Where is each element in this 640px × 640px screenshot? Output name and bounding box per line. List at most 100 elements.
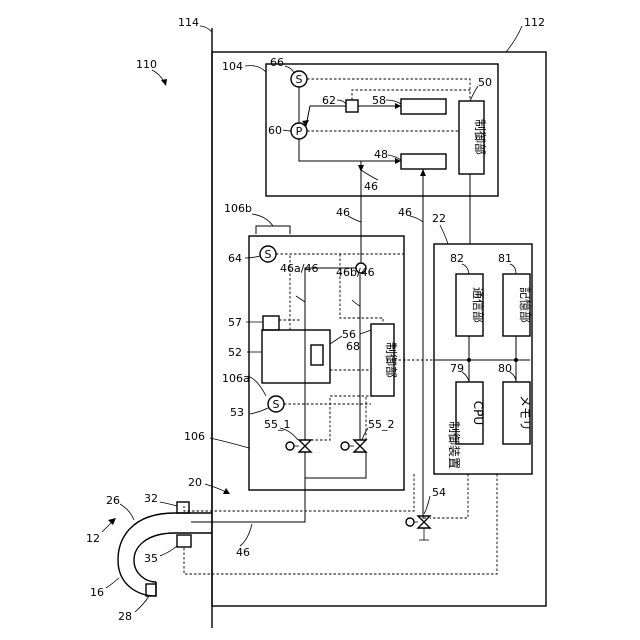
- leader-35: [160, 546, 177, 556]
- leader-46-a: [361, 170, 378, 180]
- leader-26: [120, 504, 134, 520]
- valve-55-1: [286, 440, 311, 452]
- label-81: 81: [498, 252, 512, 265]
- leader-114: [200, 26, 212, 32]
- sensor-66-symbol: S: [296, 73, 303, 86]
- label-110: 110: [136, 58, 157, 71]
- label-114: 114: [178, 16, 199, 29]
- leader-112: [506, 26, 522, 52]
- leader-32: [160, 502, 177, 506]
- label-54: 54: [432, 486, 446, 499]
- valve-54: [406, 516, 430, 540]
- leader-16: [106, 578, 119, 588]
- leader-106b: [252, 214, 273, 226]
- leader-20: [205, 484, 226, 492]
- leader-46a46: [296, 296, 305, 302]
- sensor-64-symbol: S: [265, 248, 272, 261]
- label-46-c: 46: [398, 206, 412, 219]
- label-32: 32: [144, 492, 158, 505]
- label-53: 53: [230, 406, 244, 419]
- valve-55-2: [341, 440, 366, 452]
- label-46-b: 46: [336, 206, 350, 219]
- block-62: [346, 100, 358, 112]
- label-50: 50: [478, 76, 492, 89]
- memory-label: メモリ: [518, 395, 532, 431]
- label-28: 28: [118, 610, 132, 623]
- label-35: 35: [144, 552, 158, 565]
- leader-62: [337, 100, 346, 104]
- comm-unit-label: 通信部: [471, 287, 486, 323]
- leader-50: [470, 86, 478, 101]
- arrow-to-58: [395, 103, 401, 109]
- label-60: 60: [268, 124, 282, 137]
- signal-sensor-64-controller: [340, 254, 383, 324]
- label-57: 57: [228, 316, 242, 329]
- bracket-106b: [256, 226, 290, 234]
- control-device-label: 制御装置: [447, 421, 462, 469]
- block-58: [401, 99, 446, 114]
- leader-68: [360, 330, 371, 334]
- leader-28: [135, 596, 149, 612]
- label-46b46: 46b/46: [336, 266, 375, 279]
- pump-60-symbol: P: [296, 125, 303, 138]
- pipe-tank-out: [305, 452, 366, 478]
- label-66: 66: [270, 56, 284, 69]
- label-106b: 106b: [224, 202, 252, 215]
- storage-unit-label: 記憶部: [518, 287, 533, 323]
- label-46-a: 46: [364, 180, 378, 193]
- label-64: 64: [228, 252, 242, 265]
- label-62: 62: [322, 94, 336, 107]
- pipe-upper-62-pump: [306, 106, 346, 126]
- pipe-46-into-48: [423, 169, 426, 518]
- label-22: 22: [432, 212, 446, 225]
- label-106a: 106a: [222, 372, 250, 385]
- leader-54: [424, 496, 430, 514]
- block-48: [401, 154, 446, 169]
- label-112: 112: [524, 16, 545, 29]
- label-106: 106: [184, 430, 205, 443]
- cpu-label: CPU: [471, 401, 485, 425]
- leader-106: [210, 438, 249, 448]
- leader-58: [386, 100, 401, 104]
- label-58: 58: [372, 94, 386, 107]
- leader-22: [440, 225, 448, 244]
- label-46-d: 46: [236, 546, 250, 559]
- leader-60: [283, 130, 291, 131]
- upper-controller-label: 制御部: [473, 119, 488, 155]
- leader-64: [245, 256, 260, 258]
- label-55-1: 55_1: [264, 418, 291, 431]
- arrow-to-pump: [302, 120, 309, 126]
- label-52: 52: [228, 346, 242, 359]
- label-104: 104: [222, 60, 243, 73]
- tank-52-window: [311, 345, 323, 365]
- leader-46-d: [240, 524, 252, 546]
- block-57: [263, 316, 279, 330]
- leader-12-arrow: [108, 518, 116, 525]
- sensor-53-symbol: S: [273, 398, 280, 411]
- label-68: 68: [346, 340, 360, 353]
- leader-12: [102, 522, 112, 532]
- label-55-2: 55_2: [368, 418, 395, 431]
- arrow-46-up: [420, 169, 426, 176]
- leader-48: [388, 155, 401, 160]
- leader-66: [285, 66, 294, 73]
- label-79: 79: [450, 362, 464, 375]
- label-82: 82: [450, 252, 464, 265]
- arrow-to-48: [395, 158, 401, 164]
- leader-81: [510, 264, 516, 274]
- leader-106a: [248, 376, 266, 396]
- label-12: 12: [86, 532, 100, 545]
- leader-104: [245, 66, 266, 72]
- outer-housing-box: [212, 52, 546, 606]
- middle-unit-box: [249, 236, 404, 490]
- leader-110-arrow: [161, 79, 167, 86]
- label-26: 26: [106, 494, 120, 507]
- leader-53: [250, 408, 268, 414]
- leader-46b46: [352, 300, 360, 306]
- signal-valve-55-1: [311, 396, 371, 440]
- label-20: 20: [188, 476, 202, 489]
- leader-82: [462, 264, 469, 274]
- label-48: 48: [374, 148, 388, 161]
- bus-node-1: [467, 358, 471, 362]
